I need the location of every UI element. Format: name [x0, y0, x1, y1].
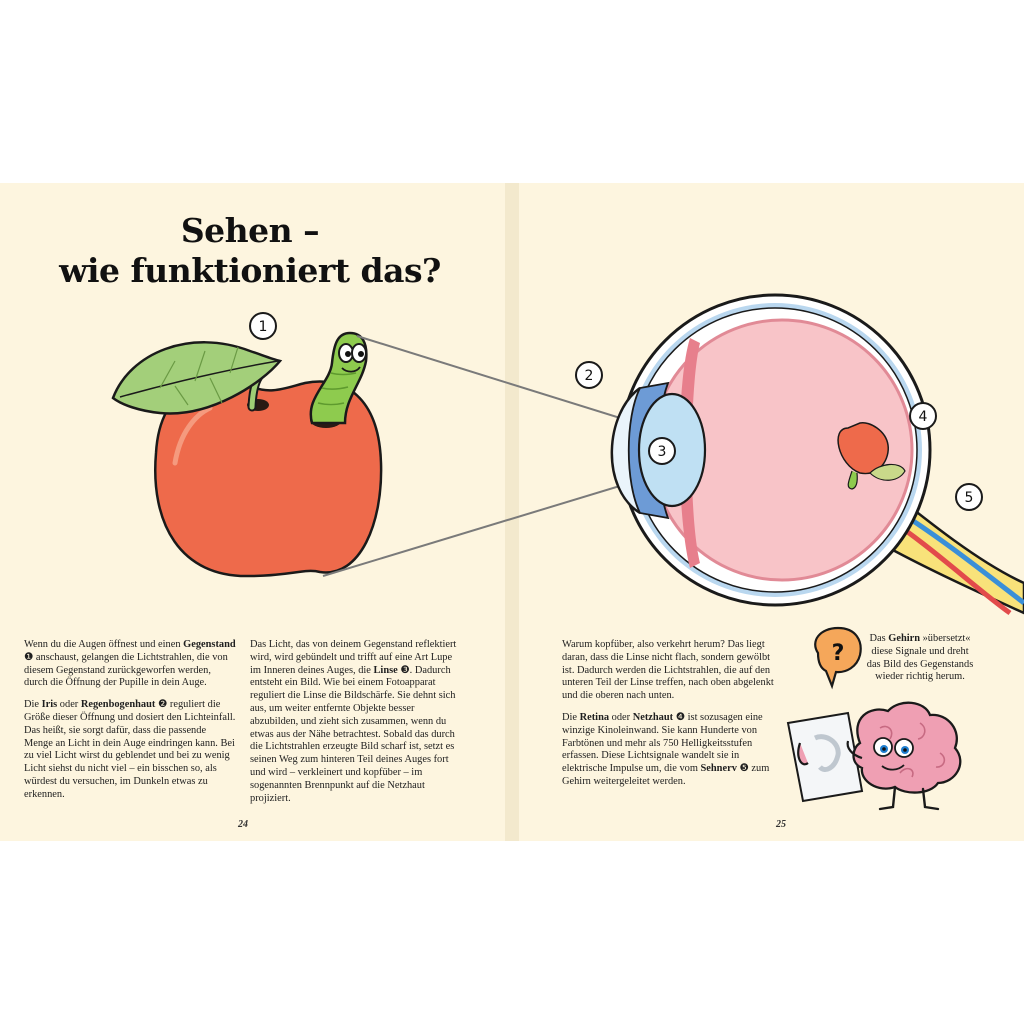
marker-5: 5	[955, 483, 983, 511]
marker-4: 4	[909, 402, 937, 430]
title-line-1: Sehen –	[180, 211, 320, 250]
text-column-2: Das Licht, das von deinem Gegenstand ref…	[250, 639, 464, 814]
brain-character	[786, 701, 962, 811]
svg-text:3: 3	[658, 444, 667, 460]
svg-text:2: 2	[585, 368, 594, 384]
svg-text:4: 4	[919, 409, 928, 425]
apple-illustration	[111, 341, 383, 578]
text-column-3: Warum kopfüber, also verkehrt herum? Das…	[562, 639, 774, 798]
book-spread: 1 2 3 4 5 ?	[0, 183, 1024, 841]
title-line-2: wie funktioniert das?	[59, 251, 441, 290]
marker-3: 3	[648, 437, 676, 465]
text-column-1: Wenn du die Augen öffnest und einen Gege…	[24, 639, 236, 811]
svg-text:1: 1	[259, 319, 268, 335]
svg-text:?: ?	[832, 641, 845, 666]
paragraph-gegenstand: Wenn du die Augen öffnest und einen Gege…	[24, 639, 236, 689]
paragraph-kopfueber: Warum kopfüber, also verkehrt herum? Das…	[562, 639, 774, 702]
paragraph-retina: Die Retina oder Netzhaut ❹ ist sozusagen…	[562, 711, 770, 787]
illustration-layer: 1 2 3 4 5 ?	[111, 183, 1024, 841]
leaf-illustration	[111, 341, 283, 415]
paragraph-linse: Das Licht, das von deinem Gegenstand ref…	[250, 639, 457, 804]
page-gutter	[505, 183, 519, 841]
retina-image	[837, 422, 906, 490]
page-title: Sehen – wie funktioniert das?	[40, 211, 460, 291]
question-bubble-icon: ?	[814, 626, 862, 690]
marker-2: 2	[575, 361, 603, 389]
worm-illustration	[309, 331, 368, 425]
page-number-right: 25	[776, 819, 786, 830]
marker-1: 1	[249, 312, 277, 340]
eye-cross-section	[610, 293, 1024, 616]
page-number-left: 24	[238, 819, 248, 830]
svg-text:5: 5	[965, 490, 974, 506]
brain-caption: Das Gehirn »übersetzt« diese Signale und…	[866, 633, 974, 683]
paragraph-iris: Die Iris oder Regenbogenhaut ❷ reguliert…	[24, 699, 236, 800]
